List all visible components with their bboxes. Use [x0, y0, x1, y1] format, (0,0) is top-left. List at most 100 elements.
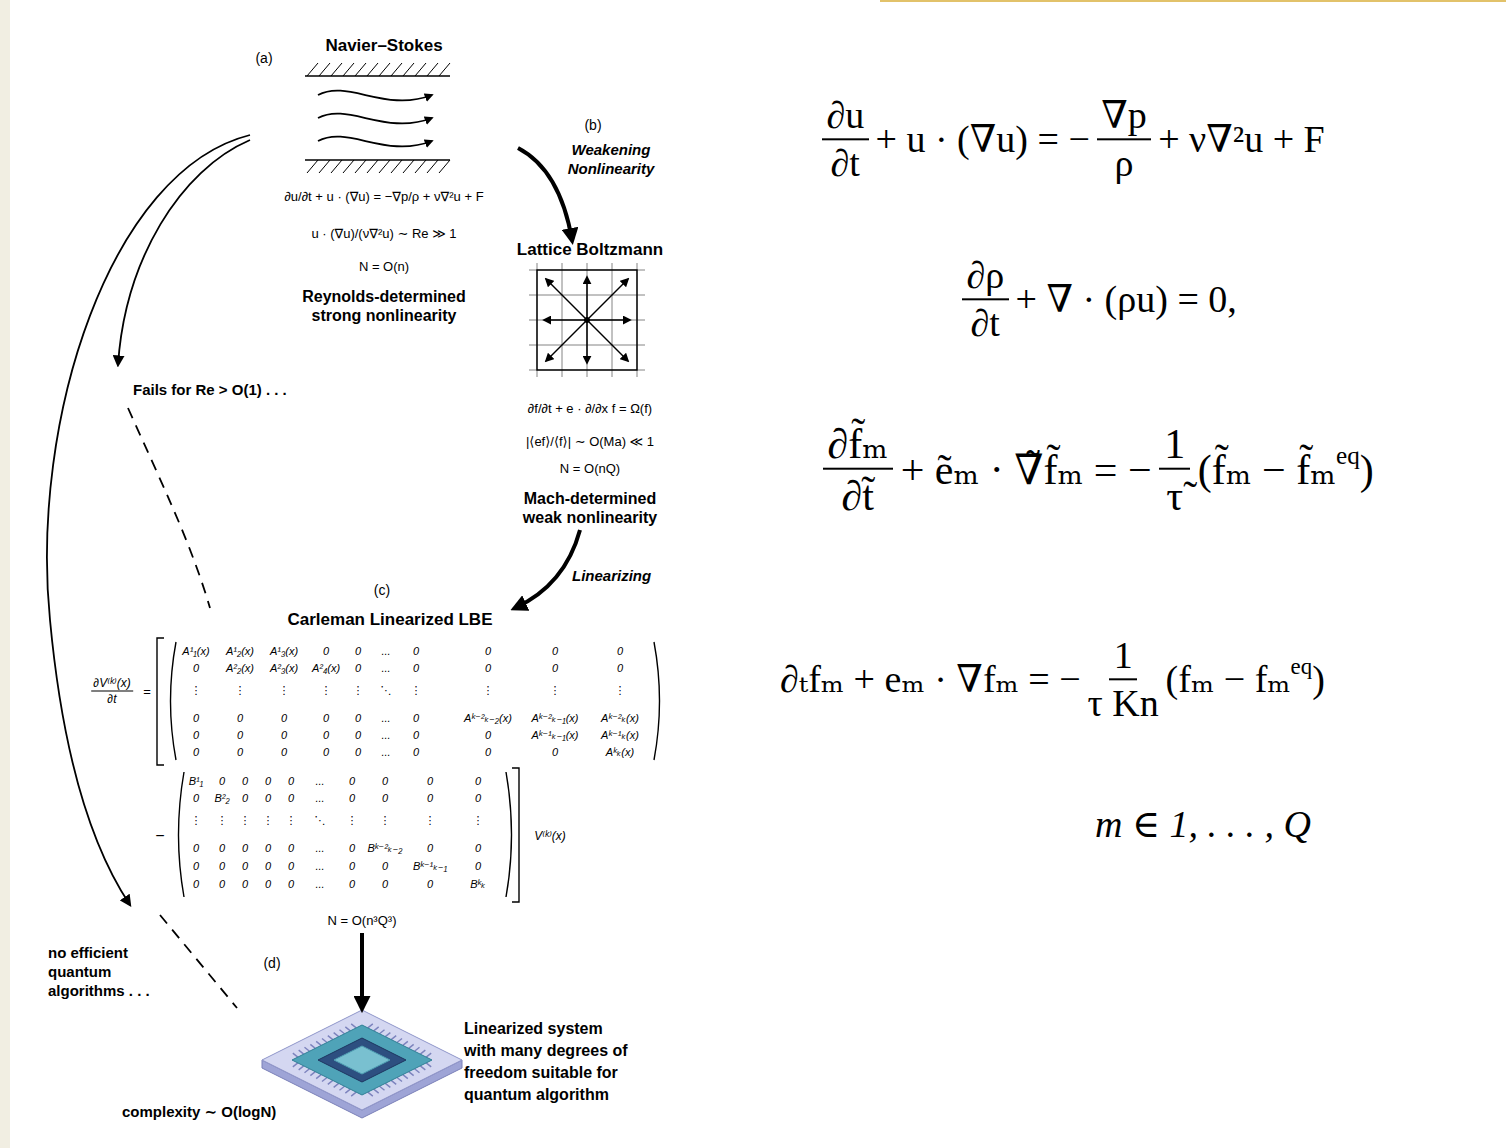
matrix-entry: 0 [413, 712, 419, 725]
superscript: eq [1336, 441, 1360, 471]
matrix-entry: 0 [265, 775, 271, 788]
connector-line [518, 148, 572, 240]
connector-line [118, 140, 250, 365]
matrix-entry: 0 [193, 842, 199, 855]
numerator: ∂V⁽ᵏ⁾(x) [91, 676, 133, 692]
matrix-entry: 0 [219, 860, 225, 873]
matrix-entry: ⋮ [550, 684, 561, 697]
panel-text: complexity ∼ O(logN) [122, 1103, 668, 1121]
matrix-entry: 0 [288, 775, 294, 788]
state-vector: V⁽ᵏ⁾(x) [534, 829, 566, 843]
matrix-entry: 0 [382, 792, 388, 805]
matrix-entry: 0 [617, 645, 623, 658]
matrix-entry: 0 [475, 860, 481, 873]
matrix-entry: 0 [242, 860, 248, 873]
top-rule [880, 0, 1506, 2]
matrix-entry: 0 [265, 860, 271, 873]
diagram-panel: Linearized system with many degrees of f… [117, 1008, 668, 1133]
matrix-entry: Aᵏ⁻¹ₖ₋₁(x) [531, 729, 578, 742]
panel-letter: (a) [255, 50, 272, 66]
matrix-entry: 0 [265, 878, 271, 891]
panel-text: Reynolds-determined strong nonlinearity [284, 287, 484, 325]
panel-text: Linearized system with many degrees of f… [464, 1018, 636, 1106]
fraction: ∂u∂t [822, 94, 869, 185]
matrix-entry: ... [381, 746, 390, 759]
numerator: ∂f̃ₘ [823, 420, 894, 470]
equation-text: + ∇ · (ρu) = 0, [1016, 277, 1237, 323]
matrix-entry: 0 [242, 775, 248, 788]
quantum-chip [262, 1010, 462, 1118]
matrix-entry: 0 [265, 842, 271, 855]
panel-text: N = O(nQ) [560, 460, 620, 477]
matrix-entry: Aᵏ⁻¹ₖ(x) [601, 729, 639, 742]
matrix-entry: 0 [288, 878, 294, 891]
matrix-entry: 0 [349, 792, 355, 805]
matrix-entry: ⋮ [380, 814, 391, 827]
matrix-entry: 0 [355, 712, 361, 725]
fraction: ∂f̃ₘ∂t̃ [823, 420, 894, 521]
matrix-entry: 0 [355, 645, 361, 658]
matrix-entry: ⋮ [411, 684, 422, 697]
matrix-entry: A²₃(x) [270, 662, 298, 675]
numerator: ∂u [822, 94, 869, 140]
matrix-entry: ... [381, 729, 390, 742]
matrix-entry: 0 [242, 842, 248, 855]
denominator: τ̃ [1166, 470, 1183, 520]
diagram-panel: Lattice Boltzmann∂f/∂t + e · ∂/∂x f = Ω(… [495, 240, 685, 530]
matrix-entry: ⋮ [425, 814, 436, 827]
panel-letter: (b) [584, 117, 601, 133]
matrix-entry: 0 [485, 746, 491, 759]
denominator: ρ [1114, 140, 1133, 186]
equation: m ∈ 1, . . . , Q [1095, 802, 1311, 848]
matrix-entry: ⋱ [381, 684, 392, 697]
numerator: 1 [1109, 634, 1137, 680]
matrix-entry: ⋮ [191, 684, 202, 697]
matrix-brackets [157, 638, 660, 902]
connector-dashes [128, 408, 210, 608]
matrix-entry: 0 [355, 746, 361, 759]
numerator: 1 [1159, 420, 1190, 470]
matrix-entry: 0 [193, 662, 199, 675]
matrix-entry: ⋮ [347, 814, 358, 827]
matrix-entry: 0 [219, 842, 225, 855]
equation-text: ) [1312, 657, 1325, 703]
matrix-entry: 0 [242, 878, 248, 891]
matrix-entry: 0 [237, 729, 243, 742]
arrow-connector [515, 530, 580, 608]
matrix-entry: Bᵏₖ [470, 878, 486, 891]
matrix-entry: 0 [427, 792, 433, 805]
matrix-entry: 0 [288, 842, 294, 855]
matrix-entry: ⋮ [235, 684, 246, 697]
matrix-entry: 0 [349, 878, 355, 891]
matrix-entry: 0 [193, 878, 199, 891]
matrix-entry: B¹₁ [189, 775, 203, 788]
matrix-entry: Aᵏ⁻²ₖ₋₂(x) [464, 712, 512, 725]
matrix-entry: 0 [349, 775, 355, 788]
matrix-entry: 0 [288, 860, 294, 873]
panel-text: Navier–Stokes [325, 36, 442, 56]
matrix-entry: 0 [193, 746, 199, 759]
panel-text: ∂u/∂t + u · (∇u) = −∇p/ρ + ν∇²u + F [284, 188, 483, 205]
matrix-entry: Bᵏ⁻²ₖ₋₂ [368, 842, 403, 855]
matrix-entry: 0 [413, 729, 419, 742]
matrix-entry: ... [381, 645, 390, 658]
fraction: 1τ̃ [1159, 420, 1190, 521]
lattice-grid [529, 263, 645, 377]
superscript: eq [1291, 654, 1313, 681]
connector-label: Linearizing [572, 566, 651, 585]
equation-text: + ν∇²u + F [1158, 117, 1325, 163]
matrix-entry: ⋮ [217, 814, 228, 827]
matrix-entry: A²₂(x) [226, 662, 254, 675]
arrow-connector [362, 933, 363, 1008]
matrix-entry: 0 [242, 792, 248, 805]
matrix-entry: Aᵏₖ(x) [606, 746, 634, 759]
matrix-entry: 0 [382, 775, 388, 788]
matrix-entry: 0 [237, 712, 243, 725]
connector-label: no efficient quantum algorithms . . . [48, 943, 166, 1000]
matrix-entry: 0 [281, 712, 287, 725]
matrix-entry: 0 [219, 775, 225, 788]
equation: ∂ₜfₘ + eₘ · ∇fₘ = −1τ Kn(fₘ − fₘeq) [780, 634, 1325, 725]
denominator: ∂t [107, 692, 116, 707]
matrix-entry: ⋮ [240, 814, 251, 827]
